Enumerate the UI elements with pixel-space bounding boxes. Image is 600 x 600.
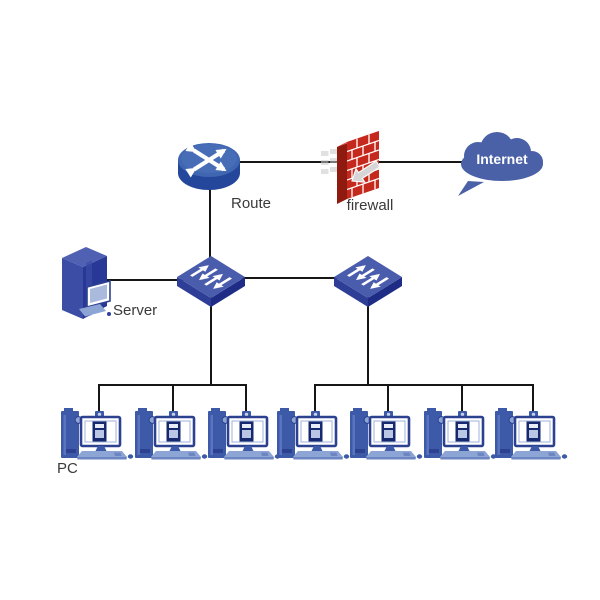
firewall-arrow-icon (351, 160, 381, 183)
switch-arrows-icon (189, 265, 233, 289)
router-arrows-icon (185, 142, 227, 178)
pc-icon (133, 406, 209, 461)
bus-right-drops (314, 384, 534, 415)
firewall-icon (321, 131, 381, 204)
pc-icon (493, 406, 569, 461)
server-label: Server (113, 302, 158, 319)
pc-label: PC (57, 460, 78, 477)
pc-icon (422, 406, 498, 461)
bus-left-drops (98, 384, 247, 415)
pc-icon (348, 406, 424, 461)
pc-icon (275, 406, 351, 461)
switch-arrows-icon (346, 265, 390, 289)
server-icon (62, 247, 111, 319)
internet-cloud-icon (458, 132, 543, 196)
internet-label: Internet (476, 151, 528, 167)
router-label: Route (231, 195, 272, 212)
server-keyboard-icon (79, 304, 106, 317)
firewall-label: firewall (346, 197, 394, 214)
connector-lines (98, 161, 534, 415)
pc-row (59, 406, 569, 461)
pc-icon (59, 406, 135, 461)
core-switch-icon (177, 255, 245, 307)
router-icon (178, 142, 240, 190)
firewall-ghost-bricks-icon (321, 149, 338, 174)
access-switch-icon (334, 255, 402, 307)
pc-icon (206, 406, 282, 461)
